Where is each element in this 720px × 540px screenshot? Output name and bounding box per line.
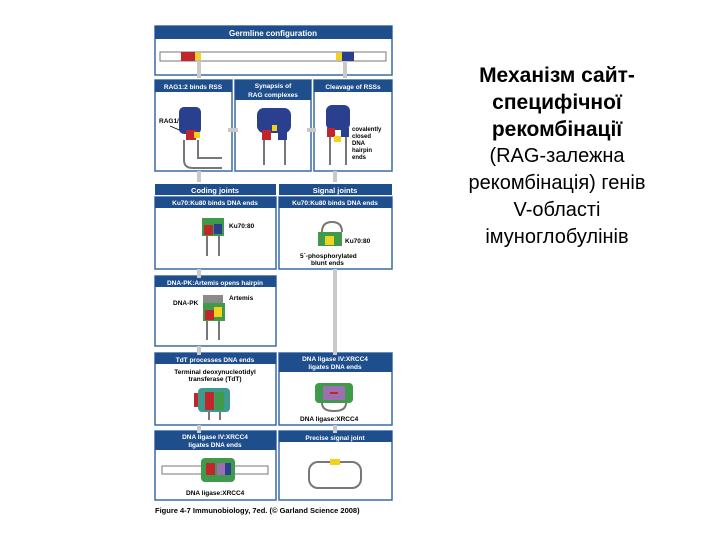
svg-text:covalently: covalently (352, 127, 382, 133)
precise-panel: Precise signal joint (278, 430, 393, 501)
ligase-coding-header-line1: DNA ligase IV:XRCC4 (182, 434, 248, 441)
joints-headers: Coding joints Signal joints (155, 184, 392, 195)
flow-arrows (197, 269, 337, 433)
tdt-note-line1: Terminal deoxynucleotidyl (174, 369, 256, 376)
svg-text:hairpin: hairpin (352, 148, 372, 154)
rag-binds-panel: RAG1:2 binds RSS RAG1/2 (154, 79, 233, 172)
cleavage-header: Cleavage of RSSs (325, 84, 381, 91)
svg-text:ends: ends (352, 155, 367, 161)
subtitle-line-1: (RAG-залежна (489, 145, 625, 167)
signal-joints-header: Signal joints (313, 186, 358, 195)
dnapk-complex (203, 295, 223, 303)
title-line-2: специфічної (492, 91, 622, 114)
tdt-panel: TdT processes DNA ends Terminal deoxynuc… (154, 352, 277, 426)
rag-binds-header: RAG1:2 binds RSS (164, 84, 223, 91)
rag-complex (179, 107, 201, 134)
rss-right (336, 53, 342, 60)
slide-title-block: Механізм сайт- специфічної рекомбінації … (432, 62, 682, 251)
hairpin-note: covalently closed DNA hairpin ends (352, 127, 382, 161)
dnapk-panel: DNA-PK:Artemis opens hairpin Artemis DNA… (154, 275, 277, 347)
blunt-note-line2: blunt ends (311, 260, 344, 267)
ku-label-signal: Ku70:80 (345, 238, 371, 245)
synaptic-complex (257, 108, 291, 133)
svg-text:DNA: DNA (352, 141, 366, 147)
artemis-label: Artemis (229, 295, 254, 302)
blunt-note-line1: 5´-phosphorylated (300, 253, 357, 260)
gene-segment-right (342, 52, 354, 61)
top-row-arrows (197, 128, 337, 182)
synapsis-panel: Synapsis of RAG complexes (234, 79, 312, 172)
cleaved-complex (326, 105, 350, 130)
coding-joints-header: Coding joints (191, 186, 239, 195)
dnapk-header: DNA-PK:Artemis opens hairpin (167, 280, 263, 287)
ligase-signal-label: DNA ligase:XRCC4 (300, 416, 359, 423)
ligase-signal-header-line1: DNA ligase IV:XRCC4 (302, 356, 368, 363)
cleavage-panel: Cleavage of RSSs covalently closed DNA h… (313, 79, 393, 172)
germline-arrows (197, 61, 347, 78)
ligase-coding-label: DNA ligase:XRCC4 (186, 490, 245, 497)
ku-signal-header: Ku70:Ku80 binds DNA ends (292, 200, 378, 207)
subtitle-line-2: рекомбінація) генів (468, 172, 646, 194)
ku-coding-panel: Ku70:Ku80 binds DNA ends Ku70:80 (154, 196, 277, 270)
subtitle-line-4: імуноглобулінів (485, 226, 629, 248)
title-line-1: Механізм сайт- (479, 64, 635, 87)
ku-coding-header: Ku70:Ku80 binds DNA ends (172, 200, 258, 207)
synapsis-header-line2: RAG complexes (248, 92, 298, 99)
signal-circle (308, 461, 362, 489)
germline-header: Germline configuration (229, 29, 317, 38)
gene-segment-left (181, 52, 195, 61)
dnapk-label: DNA-PK (173, 300, 199, 307)
subtitle-line-3: V-області (513, 199, 601, 221)
tdt-note-line2: transferase (TdT) (188, 376, 241, 383)
rss-left (195, 53, 201, 60)
figure-caption: Figure 4-7 Immunobiology, 7ed. (© Garlan… (155, 506, 360, 515)
ligase-signal-header-line2: ligates DNA ends (308, 364, 362, 371)
title-line-3: рекомбінації (491, 118, 623, 141)
synapsis-header-line1: Synapsis of (255, 83, 292, 90)
tdt-header: TdT processes DNA ends (176, 357, 255, 364)
ligase-coding-header-line2: ligates DNA ends (188, 442, 242, 449)
svg-text:closed: closed (352, 134, 371, 140)
ligase-coding-panel: DNA ligase IV:XRCC4 ligates DNA ends DNA… (154, 430, 277, 501)
ligase-signal-panel: DNA ligase IV:XRCC4 ligates DNA ends DNA… (278, 352, 393, 426)
precise-header: Precise signal joint (305, 435, 365, 442)
germline-panel: Germline configuration (154, 25, 393, 76)
rag12-label: RAG1/2 (159, 118, 183, 125)
ku-signal-panel: Ku70:Ku80 binds DNA ends Ku70:80 5´-phos… (278, 196, 393, 270)
ku-label-coding: Ku70:80 (229, 223, 255, 230)
